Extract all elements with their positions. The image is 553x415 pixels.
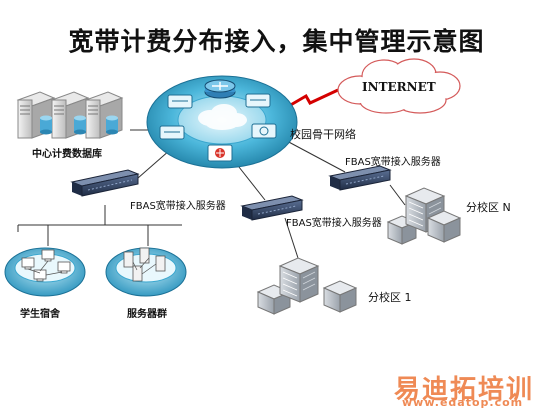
branch-1-buildings-icon: [256, 257, 358, 315]
fbas-left-label: FBAS宽带接入服务器: [130, 201, 226, 212]
building: [278, 257, 320, 303]
branch-n-label: 分校区 N: [466, 201, 511, 214]
database-cylinders: [40, 115, 118, 135]
building: [322, 280, 358, 313]
branch-n-buildings-icon: [386, 187, 462, 245]
server-farm-label: 服务器群: [127, 309, 167, 320]
firewall-icon: [207, 144, 233, 162]
campus-backbone-label: 校园骨干网络: [290, 128, 356, 141]
router-icon: [204, 79, 236, 99]
link-fbas-middle-branch1: [284, 217, 299, 259]
billing-db-label: 中心计费数据库: [32, 149, 102, 160]
link-core-fbas-right: [284, 139, 346, 173]
fbas-switch-middle-icon: [240, 195, 304, 221]
link-core-fbas-middle: [234, 161, 266, 201]
branch-1-label: 分校区 1: [368, 291, 412, 304]
server-farm-lan-icon: [105, 247, 187, 297]
campus-backbone-ring-icon: [146, 75, 298, 169]
watermark-logo: 易迪拓培训: [394, 375, 535, 405]
fbas-switch-left-icon: [70, 169, 140, 197]
building: [426, 210, 462, 243]
server-icons: [123, 247, 166, 282]
fbas-switch-right-icon: [328, 165, 392, 191]
internet-label: INTERNET: [362, 80, 436, 94]
wan-link: [281, 88, 339, 112]
pc-icons: [21, 249, 71, 282]
fbas-right-label: FBAS宽带接入服务器: [345, 157, 441, 168]
billing-db-server-icons: [16, 91, 124, 139]
dorm-label: 学生宿舍: [20, 309, 60, 320]
diagram-title: 宽带计费分布接入，集中管理示意图: [68, 27, 485, 56]
student-dorm-lan-icon: [4, 247, 86, 297]
watermark-url: www.edatop.com: [402, 396, 524, 409]
fbas-middle-label: FBAS宽带接入服务器: [286, 218, 382, 229]
link-fbas-right-branchn: [389, 184, 406, 206]
backbone-switch-icons: [159, 93, 277, 140]
internet-cloud-icon: [337, 58, 461, 114]
